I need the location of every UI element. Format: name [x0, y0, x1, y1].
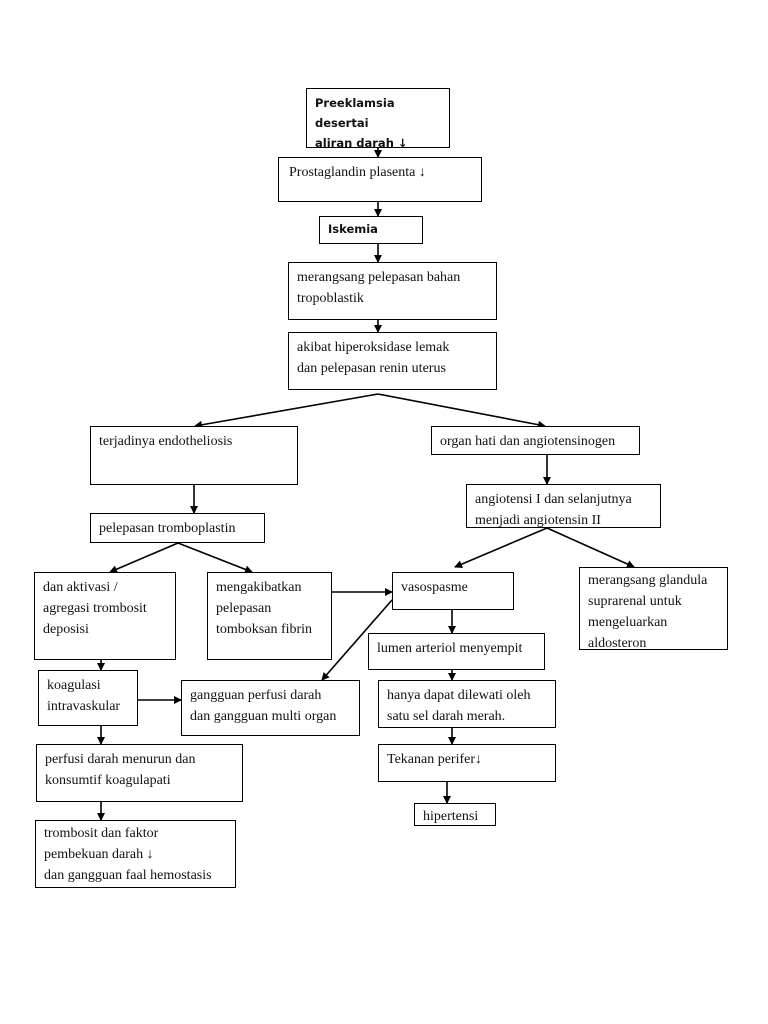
node-angiotensin-ii-label: angiotensi I dan selanjutnya menjadi ang…	[475, 492, 632, 528]
node-tekanan-perifer-label: Tekanan perifer↓	[387, 752, 483, 767]
node-hemostasis-label: trombosit dan faktor pembekuan darah ↓ d…	[44, 826, 212, 883]
node-angiotensinogen: organ hati dan angiotensinogen	[431, 426, 640, 455]
link-5-7	[377, 393, 546, 429]
node-gangguan-perfusi-label: gangguan perfusi darah dan gangguan mult…	[190, 688, 337, 724]
node-koagulasi: koagulasi intravaskular	[38, 670, 138, 726]
node-preeklamsia: Preeklamsia desertai aliran darah ↓	[306, 88, 450, 148]
node-tomboksan-fibrin-label: mengakibatkan pelepasan tomboksan fibrin	[216, 580, 313, 637]
node-pelepasan-bahan-label: merangsang pelepasan bahan tropoblastik	[297, 270, 461, 306]
node-hipertensi: hipertensi	[414, 803, 496, 826]
node-iskemia-uterus: Iskemia uterus	[319, 216, 423, 244]
node-sel-darah-merah-label: hanya dapat dilewati oleh satu sel darah…	[387, 688, 531, 724]
node-gangguan-perfusi: gangguan perfusi darah dan gangguan mult…	[181, 680, 360, 736]
node-hemostasis: trombosit dan faktor pembekuan darah ↓ d…	[35, 820, 236, 888]
node-lumen-arteriol-label: lumen arteriol menyempit	[377, 641, 523, 656]
node-aldosteron: merangsang glandula suprarenal untuk men…	[579, 567, 728, 650]
link-9-13	[546, 527, 635, 568]
link-8-11	[177, 542, 253, 574]
node-preeklamsia-label: Preeklamsia desertai aliran darah ↓	[315, 96, 408, 148]
node-hiperoksidase-label: akibat hiperoksidase lemak dan pelepasan…	[297, 340, 450, 376]
node-sel-darah-merah: hanya dapat dilewati oleh satu sel darah…	[378, 680, 556, 728]
node-agregasi-trombosit: dan aktivasi / agregasi trombosit deposi…	[34, 572, 176, 660]
node-hiperoksidase: akibat hiperoksidase lemak dan pelepasan…	[288, 332, 497, 390]
node-koagulapati-label: perfusi darah menurun dan konsumtif koag…	[45, 752, 196, 788]
link-12-16	[321, 599, 393, 681]
node-prostaglandin-label: Prostaglandin plasenta ↓	[289, 165, 426, 180]
link-5-6	[194, 393, 379, 429]
node-endotheliosis-label: terjadinya endotheliosis	[99, 434, 233, 449]
node-vasospasme: vasospasme	[392, 572, 514, 610]
node-lumen-arteriol: lumen arteriol menyempit	[368, 633, 545, 670]
node-iskemia-uterus-label: Iskemia uterus	[328, 222, 378, 243]
link-8-10	[109, 542, 179, 573]
node-tromboplastin-label: pelepasan tromboplastin	[99, 521, 236, 536]
link-9-12	[454, 527, 548, 568]
node-angiotensin-ii: angiotensi I dan selanjutnya menjadi ang…	[466, 484, 661, 528]
node-tekanan-perifer: Tekanan perifer↓	[378, 744, 556, 782]
node-hipertensi-label: hipertensi	[423, 809, 479, 824]
node-vasospasme-label: vasospasme	[401, 580, 468, 595]
node-aldosteron-label: merangsang glandula suprarenal untuk men…	[588, 573, 708, 650]
node-prostaglandin: Prostaglandin plasenta ↓	[278, 157, 482, 202]
node-angiotensinogen-label: organ hati dan angiotensinogen	[440, 434, 616, 449]
node-koagulasi-label: koagulasi intravaskular	[47, 678, 121, 714]
node-pelepasan-bahan: merangsang pelepasan bahan tropoblastik	[288, 262, 497, 320]
node-endotheliosis: terjadinya endotheliosis	[90, 426, 298, 485]
node-tomboksan-fibrin: mengakibatkan pelepasan tomboksan fibrin	[207, 572, 332, 660]
node-tromboplastin: pelepasan tromboplastin	[90, 513, 265, 543]
node-agregasi-trombosit-label: dan aktivasi / agregasi trombosit deposi…	[43, 580, 147, 637]
node-koagulapati: perfusi darah menurun dan konsumtif koag…	[36, 744, 243, 802]
